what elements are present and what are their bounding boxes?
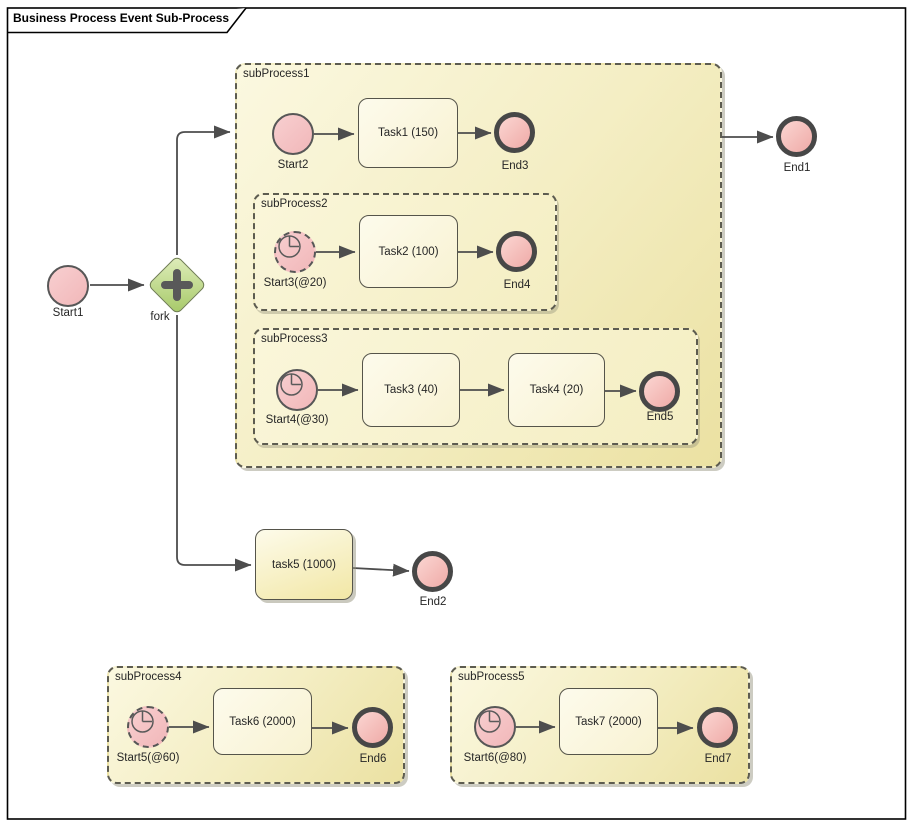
start3-label: Start3(@20) — [263, 277, 327, 289]
start4-timer-event[interactable] — [276, 369, 318, 411]
task5-label: task5 (1000) — [272, 558, 336, 571]
task7[interactable]: Task7 (2000) — [559, 688, 658, 755]
end3-event[interactable] — [494, 112, 535, 153]
end2-event[interactable] — [412, 551, 453, 592]
fork-label: fork — [150, 311, 170, 323]
start5-timer-event[interactable] — [127, 706, 169, 748]
task1[interactable]: Task1 (150) — [358, 98, 458, 168]
end7-event[interactable] — [697, 707, 738, 748]
subprocess-1-label: subProcess1 — [243, 68, 310, 80]
end4-event[interactable] — [496, 231, 537, 272]
end4-label: End4 — [503, 279, 531, 291]
task7-label: Task7 (2000) — [575, 715, 642, 728]
end3-label: End3 — [501, 160, 529, 172]
end7-label: End7 — [704, 753, 732, 765]
diagram-title: Business Process Event Sub-Process — [13, 11, 230, 25]
timer-icon — [280, 373, 303, 396]
timer-icon — [131, 710, 154, 733]
plus-icon — [173, 269, 181, 301]
task4-label: Task4 (20) — [529, 384, 584, 396]
task3[interactable]: Task3 (40) — [362, 353, 460, 427]
subprocess-5-label: subProcess5 — [458, 671, 525, 683]
flow-task5-end2[interactable] — [352, 563, 410, 577]
flow-fork-subprocess1[interactable] — [176, 125, 231, 255]
start6-label: Start6(@80) — [463, 752, 527, 764]
task6-label: Task6 (2000) — [229, 715, 296, 728]
start1-event[interactable] — [47, 265, 89, 307]
end2-label: End2 — [419, 596, 447, 608]
timer-icon — [278, 235, 301, 258]
start1-label: Start1 — [52, 307, 84, 319]
task1-label: Task1 (150) — [377, 127, 439, 139]
start6-timer-event[interactable] — [474, 706, 516, 748]
subprocess-3-label: subProcess3 — [261, 333, 328, 345]
task5[interactable]: task5 (1000) — [255, 529, 353, 600]
task3-label: Task3 (40) — [384, 384, 438, 396]
start5-label: Start5(@60) — [116, 752, 180, 764]
end5-event[interactable] — [639, 371, 680, 412]
task4[interactable]: Task4 (20) — [508, 353, 605, 427]
start2-event[interactable] — [272, 113, 314, 155]
task2[interactable]: Task2 (100) — [359, 215, 458, 288]
subprocess-2-label: subProcess2 — [261, 198, 328, 210]
end1-label: End1 — [783, 162, 811, 174]
start4-label: Start4(@30) — [265, 414, 329, 426]
task2-label: Task2 (100) — [378, 245, 439, 258]
end6-event[interactable] — [352, 707, 393, 748]
start3-timer-event[interactable] — [274, 231, 316, 273]
end1-event[interactable] — [776, 116, 817, 157]
task6[interactable]: Task6 (2000) — [213, 688, 312, 755]
flow-fork-task5[interactable] — [176, 315, 252, 572]
end6-label: End6 — [359, 753, 387, 765]
subprocess-3[interactable]: subProcess3 — [253, 328, 698, 445]
end5-label: End5 — [646, 411, 674, 423]
subprocess-4-label: subProcess4 — [115, 671, 182, 683]
timer-icon — [478, 710, 501, 733]
start2-label: Start2 — [277, 159, 309, 171]
